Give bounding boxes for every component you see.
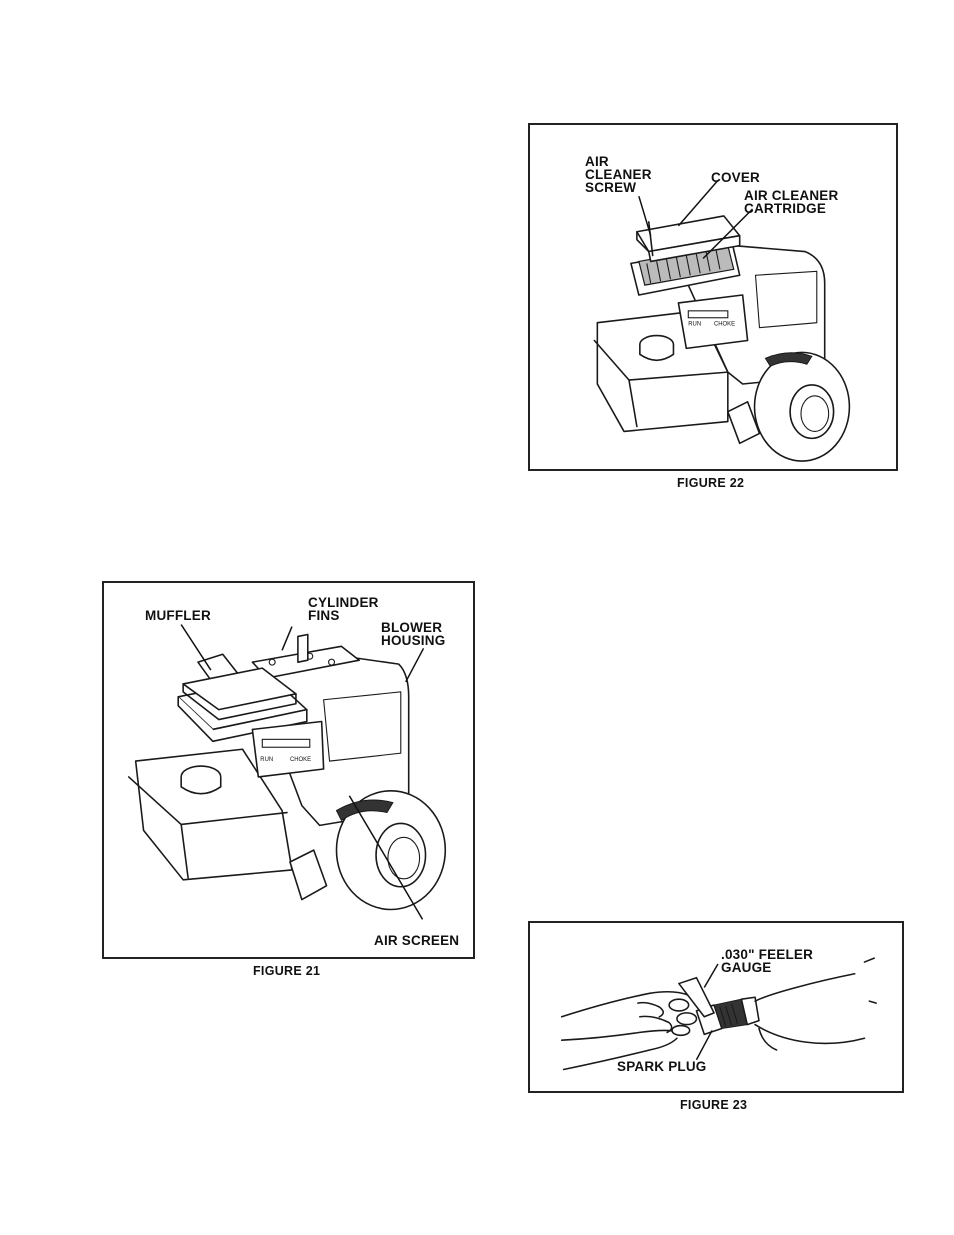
choke-marking: CHOKE xyxy=(714,322,735,328)
figure-22-caption: FIGURE 22 xyxy=(677,476,744,490)
figure-23-caption: FIGURE 23 xyxy=(680,1098,747,1112)
figure-21-frame: RUN CHOKE MUFFLER CYLINDER FINS BLOWER H… xyxy=(102,581,475,959)
label-cover: COVER xyxy=(711,171,760,184)
choke-marking: CHOKE xyxy=(290,757,311,763)
spark-plug-gap-illustration xyxy=(530,923,902,1091)
figure-23-frame: .030" FEELER GAUGE SPARK PLUG xyxy=(528,921,904,1093)
label-air-cleaner-cartridge: AIR CLEANER CARTRIDGE xyxy=(744,189,838,215)
label-feeler-gauge: .030" FEELER GAUGE xyxy=(721,948,813,974)
figure-22-frame: RUN CHOKE AIR CLEANER SCREW COVER AIR CL… xyxy=(528,123,898,471)
label-spark-plug: SPARK PLUG xyxy=(617,1060,707,1073)
run-marking: RUN xyxy=(688,322,701,328)
label-air-cleaner-screw: AIR CLEANER SCREW xyxy=(585,155,652,194)
label-air-screen: AIR SCREEN xyxy=(374,934,459,947)
run-marking: RUN xyxy=(260,757,273,763)
label-cylinder-fins: CYLINDER FINS xyxy=(308,596,379,622)
figure-21-caption: FIGURE 21 xyxy=(253,964,320,978)
label-muffler: MUFFLER xyxy=(145,609,211,622)
label-blower-housing: BLOWER HOUSING xyxy=(381,621,445,647)
